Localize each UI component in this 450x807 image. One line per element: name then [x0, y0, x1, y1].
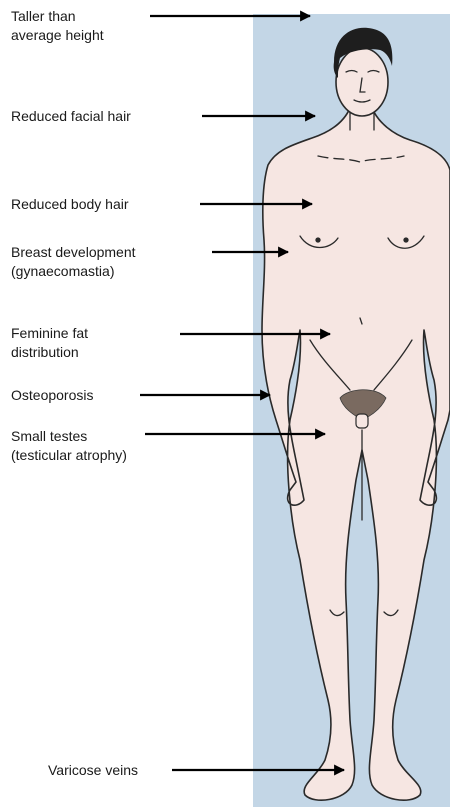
- label-fat: Feminine fat distribution: [11, 324, 88, 362]
- label-osteoporosis: Osteoporosis: [11, 386, 93, 405]
- label-varicose: Varicose veins: [48, 761, 138, 780]
- label-taller: Taller than average height: [11, 7, 104, 45]
- label-breast: Breast development (gynaecomastia): [11, 243, 136, 281]
- label-testes: Small testes (testicular atrophy): [11, 427, 127, 465]
- label-facial-hair: Reduced facial hair: [11, 107, 131, 126]
- label-body-hair: Reduced body hair: [11, 195, 129, 214]
